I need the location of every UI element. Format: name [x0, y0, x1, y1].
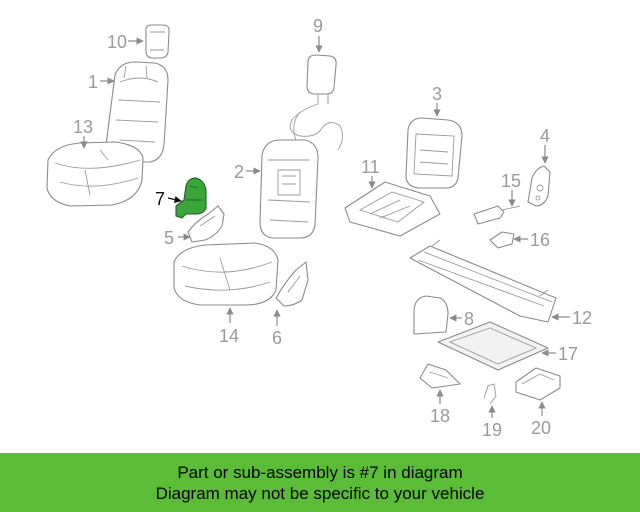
part-5-bracket [187, 205, 225, 243]
part-2-seat-back [259, 139, 319, 239]
part-15-lever [473, 205, 521, 225]
part-13-seat-cushion [46, 141, 144, 207]
callout-5: 5 [164, 228, 174, 248]
callout-19: 19 [482, 420, 502, 440]
callout-8: 8 [464, 309, 474, 329]
part-6-side-trim [275, 261, 309, 307]
part-19-clip [483, 383, 497, 405]
part-20-module [515, 367, 561, 401]
part-9-headrest [289, 54, 343, 151]
part-10-headrest [145, 24, 170, 59]
callout-9: 9 [313, 16, 323, 36]
leader-lines [80, 36, 570, 418]
callout-12: 12 [572, 308, 592, 328]
banner-part-note: Part or sub-assembly is #7 in diagram [177, 462, 463, 482]
part-18-bracket [419, 363, 461, 389]
callout-14: 14 [219, 326, 239, 346]
part-16-bracket [489, 231, 515, 249]
callout-16: 16 [530, 230, 550, 250]
part-11-seat-frame [344, 181, 441, 237]
part-14-seat-cushion [173, 242, 279, 306]
callout-20: 20 [531, 418, 551, 438]
part-3-seat-back-frame [405, 117, 463, 189]
part-7-trim-panel [175, 177, 207, 219]
part-4-recliner [527, 165, 551, 207]
info-banner: Part or sub-assembly is #7 in diagram Di… [0, 453, 640, 512]
callout-13: 13 [73, 117, 93, 137]
callout-11: 11 [361, 157, 380, 177]
callout-6: 6 [272, 328, 282, 348]
callout-18: 18 [430, 406, 450, 426]
part-8-side-panel [413, 295, 449, 335]
callout-labels: 10 1 13 9 2 3 4 11 15 16 5 7 12 8 17 14 … [73, 16, 592, 440]
callout-4: 4 [540, 126, 550, 146]
callout-3: 3 [432, 84, 442, 104]
part-17-seat-pan [437, 321, 549, 371]
callout-1: 1 [88, 72, 98, 92]
callout-15: 15 [501, 171, 521, 191]
callout-17: 17 [558, 344, 578, 364]
callout-2: 2 [234, 162, 244, 182]
callout-10: 10 [107, 32, 127, 52]
banner-disclaimer: Diagram may not be specific to your vehi… [155, 483, 485, 503]
part-12-seat-track [409, 239, 557, 323]
callout-7: 7 [155, 189, 165, 209]
parts-diagram: 10 1 13 9 2 3 4 11 15 16 5 7 12 8 17 14 … [46, 16, 592, 440]
